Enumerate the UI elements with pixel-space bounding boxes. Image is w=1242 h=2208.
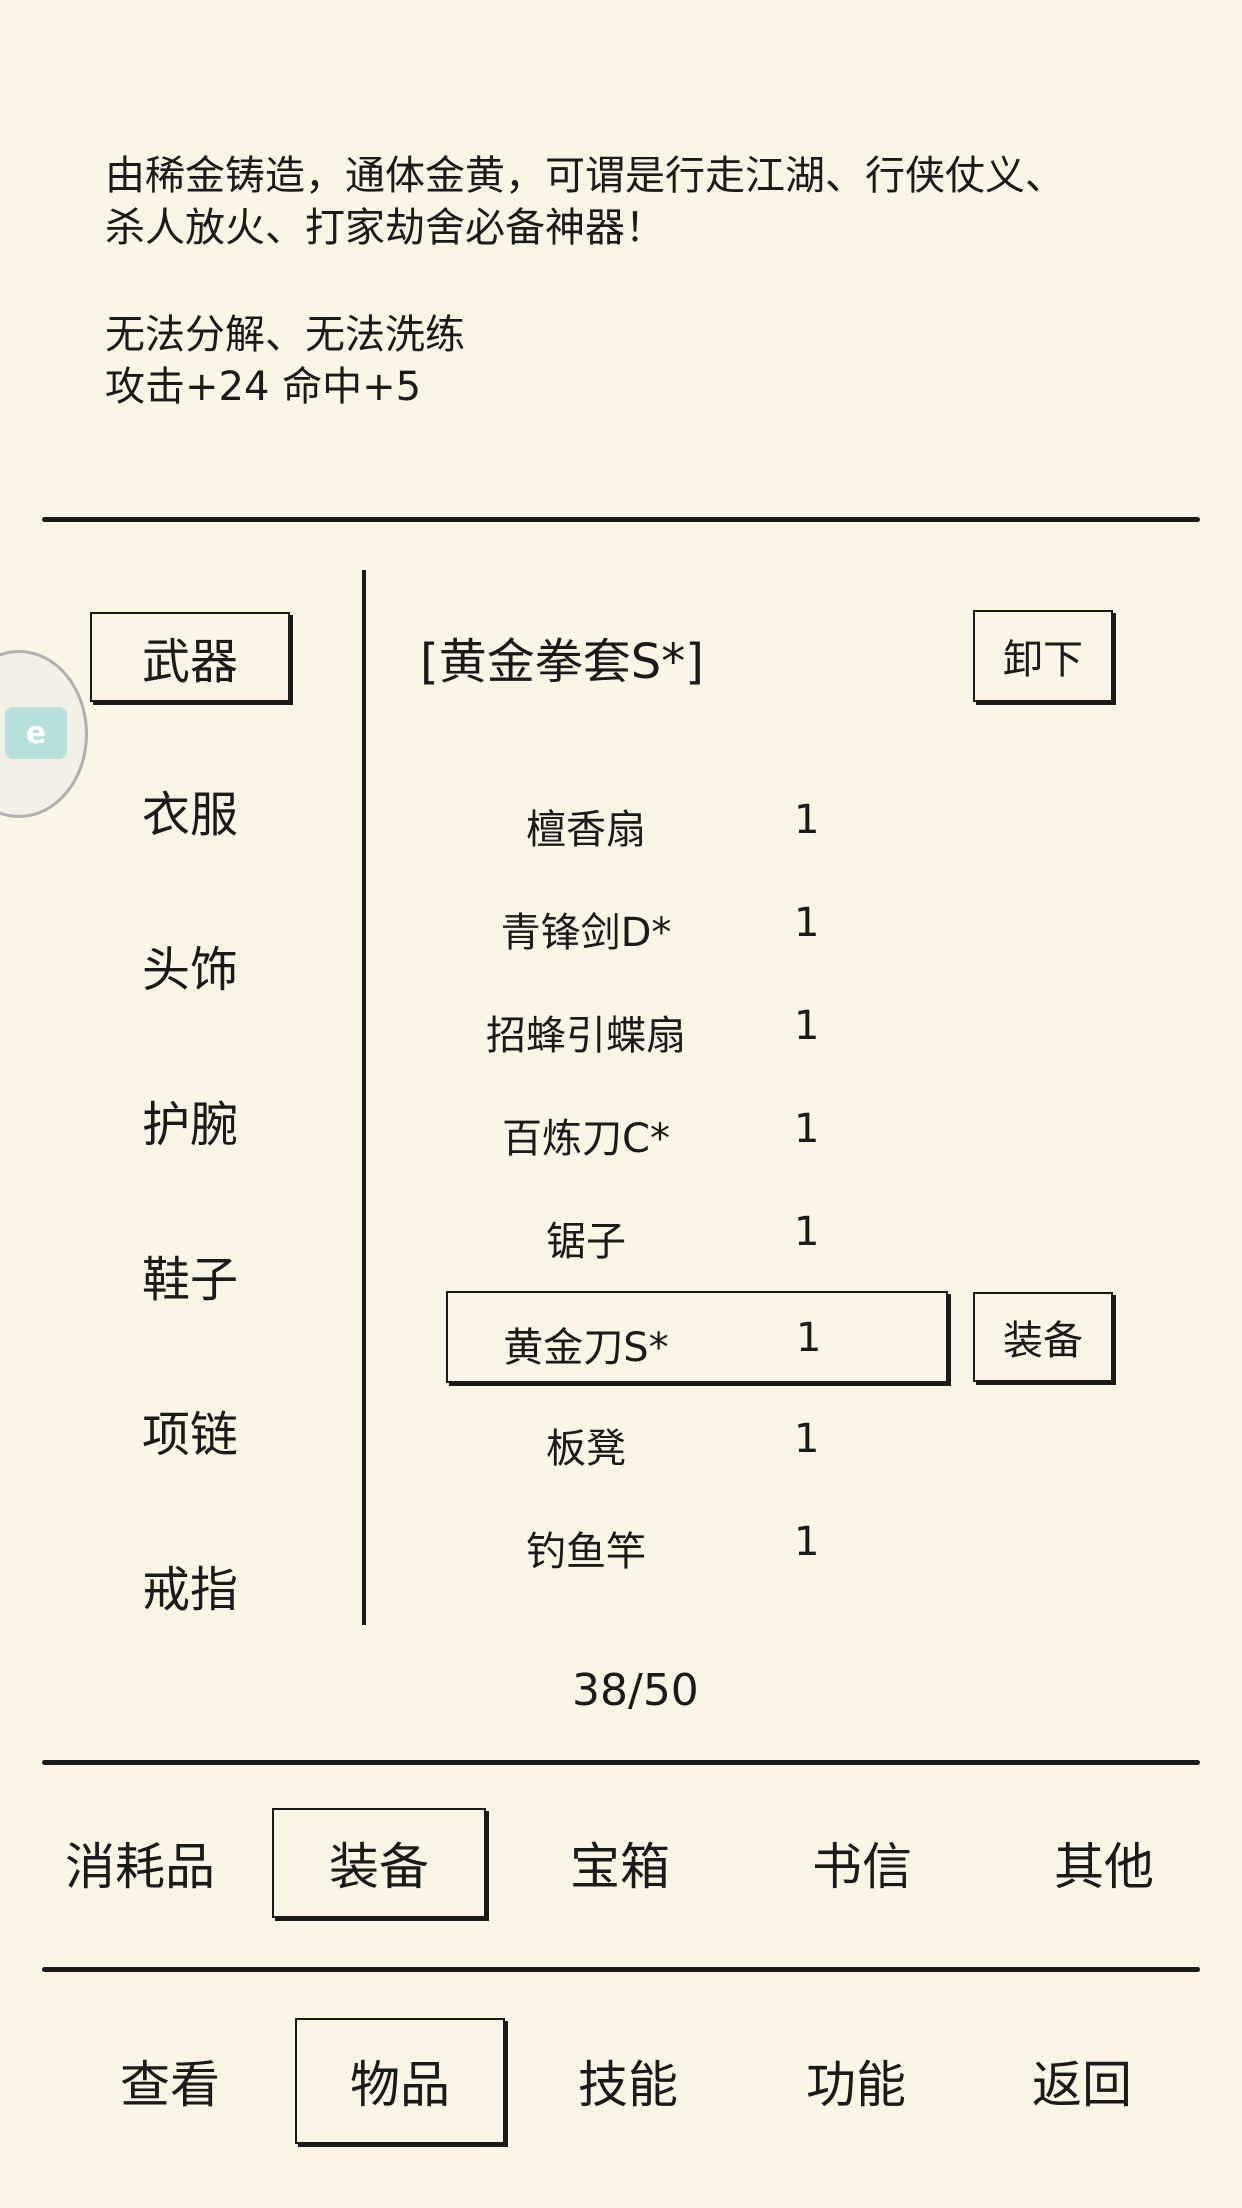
- item-qty: 1: [794, 1003, 820, 1049]
- tab-label: 书信: [812, 1838, 912, 1896]
- item-description: 由稀金铸造，通体金黄，可谓是行走江湖、行侠仗义、 杀人放火、打家劫舍必备神器！: [105, 153, 1065, 251]
- item-name: 檀香扇: [526, 807, 646, 853]
- tab-consumables[interactable]: 消耗品: [50, 1808, 230, 1918]
- divider-bottom: [42, 1967, 1200, 1972]
- list-item-selected[interactable]: 黄金刀S* 1: [446, 1291, 948, 1383]
- tab-label: 装备: [329, 1838, 429, 1896]
- category-necklace[interactable]: 项链: [90, 1385, 290, 1475]
- sidebar-divider: [362, 570, 366, 1625]
- unequip-button[interactable]: 卸下: [973, 610, 1113, 702]
- list-item[interactable]: 百炼刀C* 1: [446, 1084, 1046, 1176]
- list-item[interactable]: 招蜂引蝶扇 1: [446, 981, 1046, 1073]
- nav-functions[interactable]: 功能: [776, 2018, 936, 2144]
- item-name: 青锋剑D*: [500, 910, 672, 956]
- nav-label: 查看: [120, 2056, 220, 2114]
- equip-button[interactable]: 装备: [973, 1292, 1113, 1382]
- item-qty: 1: [794, 1416, 820, 1462]
- item-qty: 1: [796, 1315, 822, 1361]
- nav-label: 技能: [578, 2056, 678, 2114]
- item-name: 招蜂引蝶扇: [486, 1013, 686, 1059]
- category-label: 鞋子: [141, 1252, 238, 1308]
- item-name: 板凳: [546, 1426, 626, 1472]
- tab-letters[interactable]: 书信: [782, 1808, 942, 1918]
- tab-label: 消耗品: [65, 1838, 215, 1896]
- category-ring[interactable]: 戒指: [90, 1540, 290, 1630]
- category-clothes[interactable]: 衣服: [90, 765, 290, 855]
- item-name: 黄金刀S*: [503, 1325, 669, 1371]
- tab-others[interactable]: 其他: [1024, 1808, 1184, 1918]
- tab-label: 宝箱: [570, 1838, 670, 1896]
- item-qty: 1: [794, 1209, 820, 1255]
- category-label: 头饰: [141, 942, 238, 998]
- nav-label: 返回: [1032, 2056, 1132, 2114]
- tab-chests[interactable]: 宝箱: [540, 1808, 700, 1918]
- nav-items[interactable]: 物品: [295, 2018, 505, 2144]
- nav-back[interactable]: 返回: [1002, 2018, 1162, 2144]
- category-bracer[interactable]: 护腕: [90, 1075, 290, 1165]
- item-name: 百炼刀C*: [502, 1116, 670, 1162]
- item-notes: 无法分解、无法洗练: [105, 312, 465, 358]
- item-name: 锯子: [546, 1219, 626, 1265]
- category-shoes[interactable]: 鞋子: [90, 1230, 290, 1320]
- item-qty: 1: [794, 797, 820, 843]
- list-item[interactable]: 青锋剑D* 1: [446, 878, 1046, 970]
- divider-top: [42, 517, 1200, 522]
- divider-middle: [42, 1760, 1200, 1765]
- category-label: 项链: [141, 1407, 238, 1463]
- category-weapon[interactable]: 武器: [90, 612, 290, 702]
- assistant-logo-icon: e: [5, 707, 67, 759]
- item-name: 钓鱼竿: [526, 1529, 646, 1575]
- item-qty: 1: [794, 900, 820, 946]
- item-qty: 1: [794, 1106, 820, 1152]
- category-label: 衣服: [141, 787, 238, 843]
- category-headwear[interactable]: 头饰: [90, 920, 290, 1010]
- list-item[interactable]: 板凳 1: [446, 1394, 1046, 1486]
- list-item[interactable]: 锯子 1: [446, 1187, 1046, 1279]
- equip-label: 装备: [1003, 1318, 1083, 1364]
- equipped-item-name: [黄金拳套S*]: [420, 634, 704, 690]
- nav-view[interactable]: 查看: [90, 2018, 250, 2144]
- item-stats: 攻击+24 命中+5: [105, 364, 422, 410]
- nav-label: 物品: [350, 2056, 450, 2114]
- list-item[interactable]: 钓鱼竿 1: [446, 1497, 1046, 1589]
- floating-assistant-ball[interactable]: e: [0, 650, 88, 818]
- tab-label: 其他: [1054, 1838, 1154, 1896]
- nav-label: 功能: [806, 2056, 906, 2114]
- category-label: 护腕: [141, 1097, 238, 1153]
- tab-equipment[interactable]: 装备: [272, 1808, 486, 1918]
- unequip-label: 卸下: [1003, 637, 1083, 683]
- list-item[interactable]: 檀香扇 1: [446, 775, 1046, 867]
- nav-skills[interactable]: 技能: [548, 2018, 708, 2144]
- category-label: 戒指: [141, 1562, 238, 1618]
- inventory-capacity: 38/50: [572, 1665, 699, 1716]
- category-label: 武器: [141, 634, 238, 690]
- item-qty: 1: [794, 1519, 820, 1565]
